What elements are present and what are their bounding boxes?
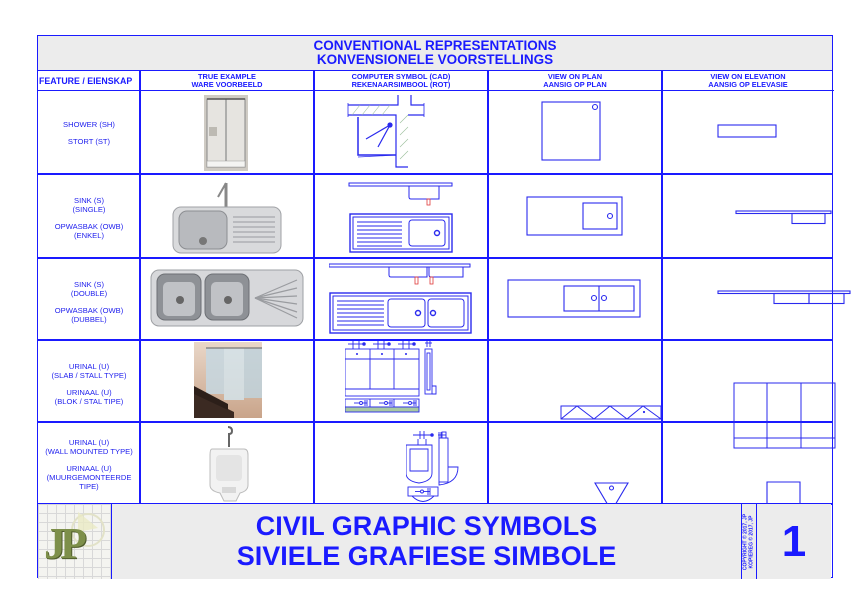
feature-label-en: SHOWER (SH) [63,120,115,129]
column-header-label: VIEW ON ELEVATION [710,72,786,81]
feature-label-af: (DUBBEL) [71,315,107,324]
sheet-number: 1 [757,504,831,579]
feature-label-en: (SLAB / STALL TYPE) [51,371,127,380]
row-divider [38,173,832,175]
feature-label-af: OPWASBAK (OWB) [54,306,124,315]
feature-label-urinal-slab: URINAL (U) (SLAB / STALL TYPE) URINAAL (… [38,362,140,406]
column-header-label: AANSIG OP PLAN [543,80,607,89]
column-header-label: WARE VOORBEELD [191,80,263,89]
jp-logo: JP [38,504,112,579]
title-line-2: KONVENSIONELE VOORSTELLINGS [316,52,554,67]
grid-divider [661,71,663,504]
feature-label-shower: SHOWER (SH) STORT (ST) [38,120,140,146]
feature-label-en: (SINGLE) [72,205,106,214]
single-sink-photo [169,179,285,255]
row-divider [38,339,832,341]
column-header-label: TRUE EXAMPLE [198,72,256,81]
title-band: CONVENTIONAL REPRESENTATIONS KONVENSIONE… [38,36,832,71]
row-divider [38,503,832,505]
feature-label-en: SINK (S) [74,280,104,289]
feature-label-en: URINAL (U) [68,438,110,447]
feature-label-sink-single: SINK (S) (SINGLE) OPWASBAK (OWB) (ENKEL) [38,196,140,240]
feature-label-af: URINAAL (U) [66,464,112,473]
feature-label-af: STORT (ST) [67,137,111,146]
double-sink-photo [149,268,305,328]
copyright-line-af: KOPIEREG © 2017, JP [748,515,754,568]
feature-label-af: (BLOK / STAL TIPE) [54,397,124,406]
column-header-feature: FEATURE / EIENSKAP [38,71,140,91]
sheet-title: CIVIL GRAPHIC SYMBOLS SIVIELE GRAFIESE S… [112,504,741,579]
feature-label-sink-double: SINK (S) (DOUBLE) OPWASBAK (OWB) (DUBBEL… [38,280,140,324]
column-header-plan-view: VIEW ON PLAN AANSIG OP PLAN [488,71,662,91]
column-header-cad-symbol: COMPUTER SYMBOL (CAD) REKENAARSIMBOOL (R… [314,71,488,91]
slab-urinal-photo [194,342,262,418]
column-header-elevation-view: VIEW ON ELEVATION AANSIG OP ELEVASIE [662,71,834,91]
logo-compass-icon [71,512,105,547]
feature-label-af: URINAAL (U) [66,388,112,397]
row-divider [38,421,832,423]
grid-divider [139,71,141,504]
sheet-title-line-1: CIVIL GRAPHIC SYMBOLS [255,511,598,541]
feature-label-af: OPWASBAK (OWB) [54,222,124,231]
symbol-sheet: CONVENTIONAL REPRESENTATIONS KONVENSIONE… [37,35,851,579]
feature-label-en: (DOUBLE) [70,289,108,298]
column-header-label: AANSIG OP ELEVASIE [708,80,788,89]
column-header-true-example: TRUE EXAMPLE WARE VOORBEELD [140,71,314,91]
feature-label-en: URINAL (U) [68,362,110,371]
wall-urinal-photo [206,425,252,503]
copyright-notice: COPYRIGHT © 2017, JP KOPIEREG © 2017, JP [741,504,757,579]
feature-label-af: (ENKEL) [74,231,104,240]
column-header-label: REKENAARSIMBOOL (ROT) [351,80,451,89]
shower-photo [204,95,248,171]
feature-label-en: SINK (S) [74,196,104,205]
sheet-title-line-2: SIVIELE GRAFIESE SIMBOLE [236,541,617,571]
column-header-label: VIEW ON PLAN [547,72,603,81]
title-line-1: CONVENTIONAL REPRESENTATIONS [313,38,557,53]
row-divider [38,257,832,259]
grid-divider [313,71,315,504]
column-header-label: COMPUTER SYMBOL (CAD) [351,72,451,81]
feature-label-af: (MUURGEMONTEERDE [46,473,132,482]
grid-divider [487,71,489,504]
feature-label-af: TIPE) [79,482,99,491]
column-header-label: FEATURE / EIENSKAP [39,76,133,86]
feature-label-en: (WALL MOUNTED TYPE) [45,447,133,456]
feature-label-urinal-wall: URINAL (U) (WALL MOUNTED TYPE) URINAAL (… [38,438,140,491]
logo-text: JP [44,519,87,568]
